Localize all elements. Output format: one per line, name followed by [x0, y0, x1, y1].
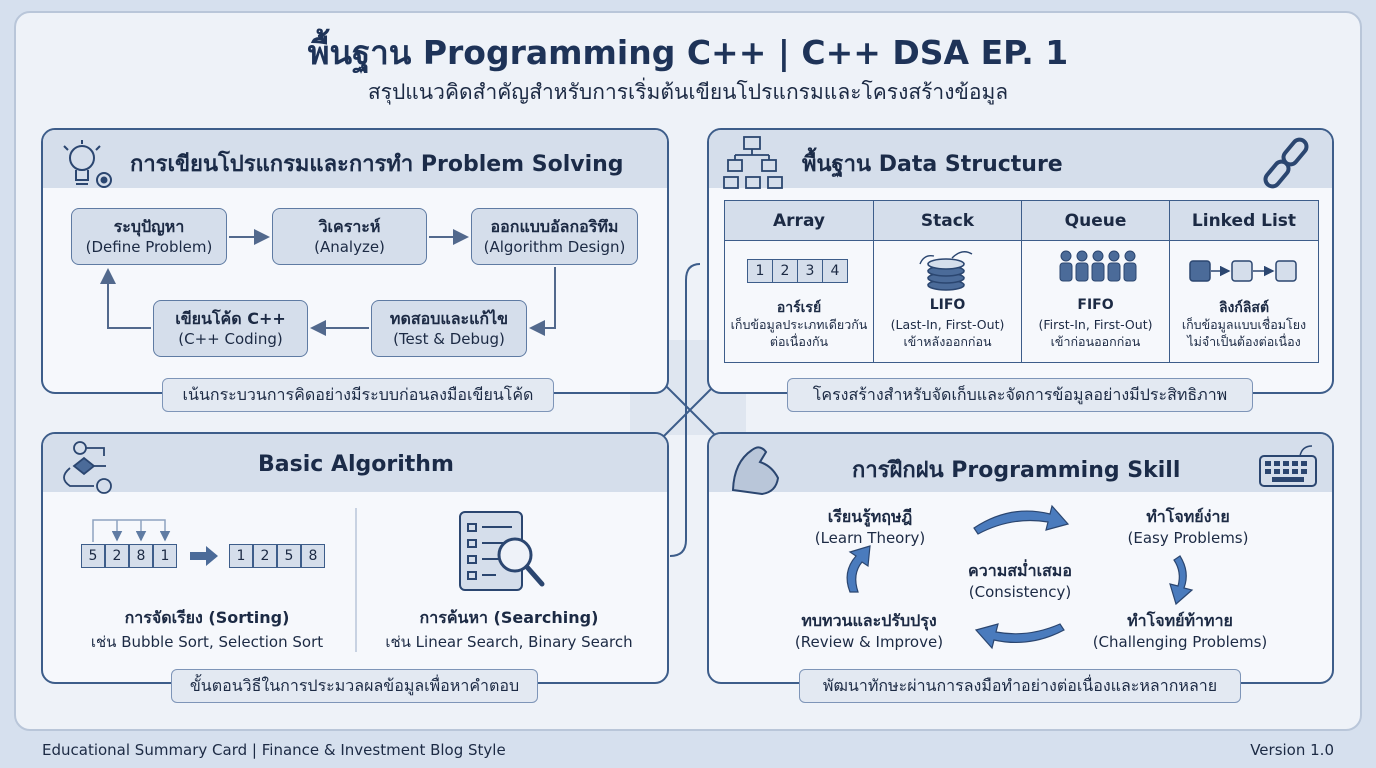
step-label-th: เขียนโค้ด C++	[175, 308, 286, 328]
skill-challenging-problems: ทำโจทย์ท้าทาย(Challenging Problems)	[1092, 611, 1268, 651]
step-label-th: ทดสอบและแก้ไข	[389, 308, 509, 328]
ds-column-stack: Stack LIFO (Last-In, First-Out)เข้าหลังอ…	[874, 201, 1022, 362]
ds-desc: (Last-In, First-Out)เข้าหลังออกก่อน	[890, 317, 1005, 349]
programming-skill-footer: พัฒนาทักษะผ่านการลงมือทำอย่างต่อเนื่องแล…	[799, 669, 1241, 703]
sorted-cell: 8	[301, 544, 325, 568]
step-label-en: (Test & Debug)	[393, 330, 505, 349]
ds-column-queue: Queue FIFO (First-In, First-Out)เข้าก่อน…	[1022, 201, 1170, 362]
panel-header	[709, 434, 1332, 492]
sorted-cell: 1	[229, 544, 253, 568]
panel-header	[43, 130, 667, 188]
basic-algorithm-title: Basic Algorithm	[258, 452, 454, 477]
skill-easy-problems: ทำโจทย์ง่าย(Easy Problems)	[1127, 507, 1249, 547]
sorting-desc: เช่น Bubble Sort, Selection Sort	[90, 633, 324, 651]
data-structure-table: Array อาร์เรย์ เก็บข้อมูลประเภทเดียวกันต…	[724, 200, 1319, 363]
ds-name: ลิงก์ลิสต์	[1218, 300, 1270, 316]
step-label-th: วิเคราะห์	[318, 216, 381, 236]
sorting-title: การจัดเรียง (Sorting)	[124, 608, 290, 627]
ds-desc: (First-In, First-Out)เข้าก่อนออกก่อน	[1038, 317, 1153, 349]
step-algorithm-design: ออกแบบอัลกอริทึม (Algorithm Design)	[471, 208, 638, 265]
skill-consistency: ความสม่ำเสมอ(Consistency)	[968, 561, 1072, 601]
page-title: พื้นฐาน Programming C++ | C++ DSA EP. 1	[307, 33, 1069, 72]
unsorted-cell: 2	[105, 544, 129, 568]
step-label-th: ออกแบบอัลกอริทึม	[490, 216, 619, 236]
unsorted-cell: 5	[81, 544, 105, 568]
ds-header: Queue	[1022, 201, 1169, 241]
ds-desc: เก็บข้อมูลประเภทเดียวกันต่อเนื่องกัน	[730, 317, 868, 349]
step-define-problem: ระบุปัญหา (Define Problem)	[71, 208, 227, 265]
ds-header: Linked List	[1170, 201, 1318, 241]
array-cell: 3	[797, 259, 823, 283]
searching-desc: เช่น Linear Search, Binary Search	[385, 633, 633, 651]
ds-name: FIFO	[1077, 297, 1114, 313]
step-label-en: (Analyze)	[314, 238, 385, 257]
skill-learn-theory: เรียนรู้ทฤษฎี(Learn Theory)	[814, 507, 926, 547]
sorted-cell: 2	[253, 544, 277, 568]
ds-header: Array	[725, 201, 873, 241]
array-cell: 1	[747, 259, 773, 283]
page-subtitle: สรุปแนวคิดสำคัญสำหรับการเริ่มต้นเขียนโปร…	[367, 80, 1009, 104]
basic-algorithm-footer: ขั้นตอนวิธีในการประมวลผลข้อมูลเพื่อหาคำต…	[171, 669, 538, 703]
step-label-en: (Algorithm Design)	[483, 238, 626, 257]
ds-name: LIFO	[929, 297, 966, 313]
step-label-en: (Define Problem)	[85, 238, 213, 257]
unsorted-cell: 8	[129, 544, 153, 568]
ds-header: Stack	[874, 201, 1021, 241]
sorted-cell: 5	[277, 544, 301, 568]
data-structure-title: พื้นฐาน Data Structure	[802, 152, 1063, 177]
step-label-th: ระบุปัญหา	[113, 216, 185, 236]
panel-header	[709, 130, 1332, 188]
step-label-en: (C++ Coding)	[178, 330, 283, 349]
array-cell: 4	[822, 259, 848, 283]
step-test-debug: ทดสอบและแก้ไข (Test & Debug)	[371, 300, 527, 357]
ds-column-linked-list: Linked List ลิงก์ลิสต์ เก็บข้อมูลแบบเชื่…	[1170, 201, 1318, 362]
ds-name: อาร์เรย์	[776, 300, 822, 316]
skill-review-improve: ทบทวนและปรับปรุง(Review & Improve)	[794, 611, 944, 651]
unsorted-cell: 1	[153, 544, 177, 568]
searching-title: การค้นหา (Searching)	[419, 608, 599, 627]
problem-solving-footer: เน้นกระบวนการคิดอย่างมีระบบก่อนลงมือเขีย…	[162, 378, 554, 412]
footer-version: Version 1.0	[1250, 741, 1334, 759]
ds-column-array: Array อาร์เรย์ เก็บข้อมูลประเภทเดียวกันต…	[725, 201, 874, 362]
step-analyze: วิเคราะห์ (Analyze)	[272, 208, 427, 265]
ds-desc: เก็บข้อมูลแบบเชื่อมโยงไม่จำเป็นต้องต่อเน…	[1181, 317, 1307, 349]
programming-skill-title: การฝึกฝน Programming Skill	[852, 458, 1181, 483]
step-cpp-coding: เขียนโค้ด C++ (C++ Coding)	[153, 300, 308, 357]
footer-caption: Educational Summary Card | Finance & Inv…	[42, 741, 506, 759]
problem-solving-title: การเขียนโปรแกรมและการทำ Problem Solving	[130, 152, 624, 177]
panel-header	[43, 434, 667, 492]
data-structure-footer: โครงสร้างสำหรับจัดเก็บและจัดการข้อมูลอย่…	[787, 378, 1253, 412]
